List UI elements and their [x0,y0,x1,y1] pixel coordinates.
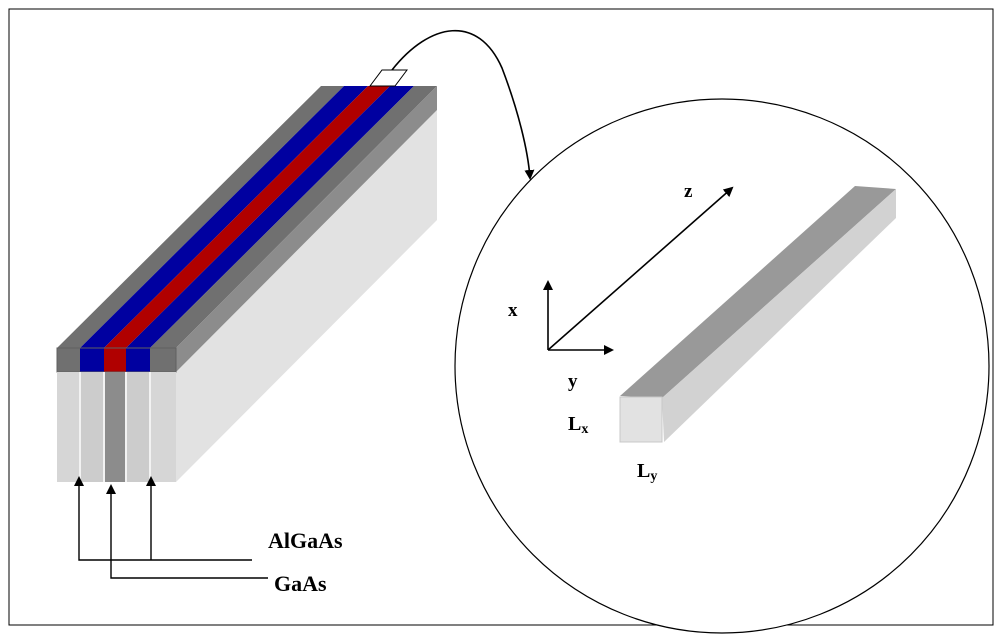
front-algaas-3 [126,372,150,482]
axis-x-label: x [508,300,518,321]
zoom-region-box [369,69,408,87]
top-layer-side [176,86,437,372]
front-top-gray-left [57,348,80,372]
top-stripe-algaas-outer-left [57,86,344,348]
algaas-label: AlGaAs [268,528,343,553]
algaas-pointer-left [74,476,222,561]
top-stripe-red-center [104,86,390,348]
wire-cross-section [619,396,663,443]
front-gaas [104,372,126,482]
axis-y-label: y [568,371,578,392]
callout-arrow [391,29,535,180]
wire-top-face [620,186,896,398]
front-top-gray-right [150,348,176,372]
top-stripe-blue-right [126,86,414,348]
figure-frame [8,8,994,626]
front-algaas-4 [150,372,176,482]
front-top-blue-right [126,348,150,372]
front-top-blue-left [80,348,104,372]
z-axis-arrow [547,186,734,351]
gaas-pointer [106,484,268,579]
lx-label: Lx [568,413,588,437]
front-algaas-2 [80,372,104,482]
material-pointers [74,476,268,579]
top-stripe-blue-left [80,86,368,348]
quantum-wire [619,186,896,443]
heterostructure-bar [56,69,437,482]
coordinate-axes [543,186,734,355]
top-stripe-algaas-outer-right [150,86,437,348]
gaas-label: GaAs [274,571,327,596]
front-top-red [104,348,126,372]
ly-label: Ly [637,460,657,484]
wire-side-face [662,189,896,442]
axis-z-label: z [684,181,693,202]
front-algaas-1 [57,372,80,482]
bar-side-face [176,110,437,482]
